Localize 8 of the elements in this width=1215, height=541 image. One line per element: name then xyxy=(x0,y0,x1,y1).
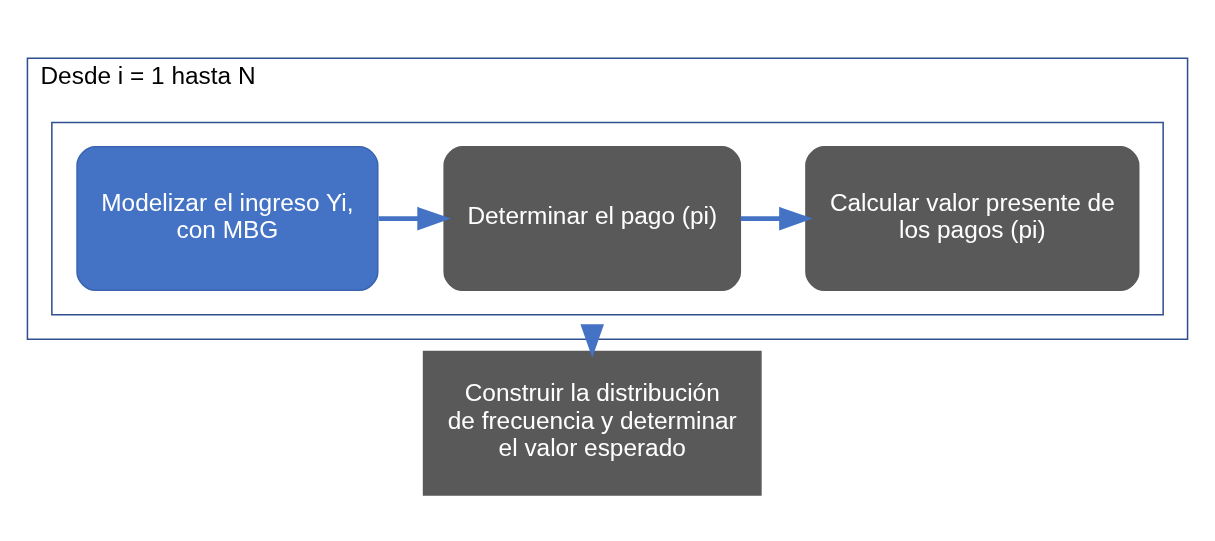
arrow xyxy=(740,206,813,231)
arrow xyxy=(378,206,451,231)
node-box: Modelizar el ingreso Yi, con MBG xyxy=(76,146,379,292)
node-box: Determinar el pago (pi) xyxy=(443,146,742,292)
node-box: Construir la distribución de frecuencia y determinar el valor esperado xyxy=(422,350,762,496)
node-box: Calcular valor presente de los pagos (pi) xyxy=(805,146,1140,292)
arrow xyxy=(580,324,604,358)
cluster xyxy=(51,121,1164,316)
